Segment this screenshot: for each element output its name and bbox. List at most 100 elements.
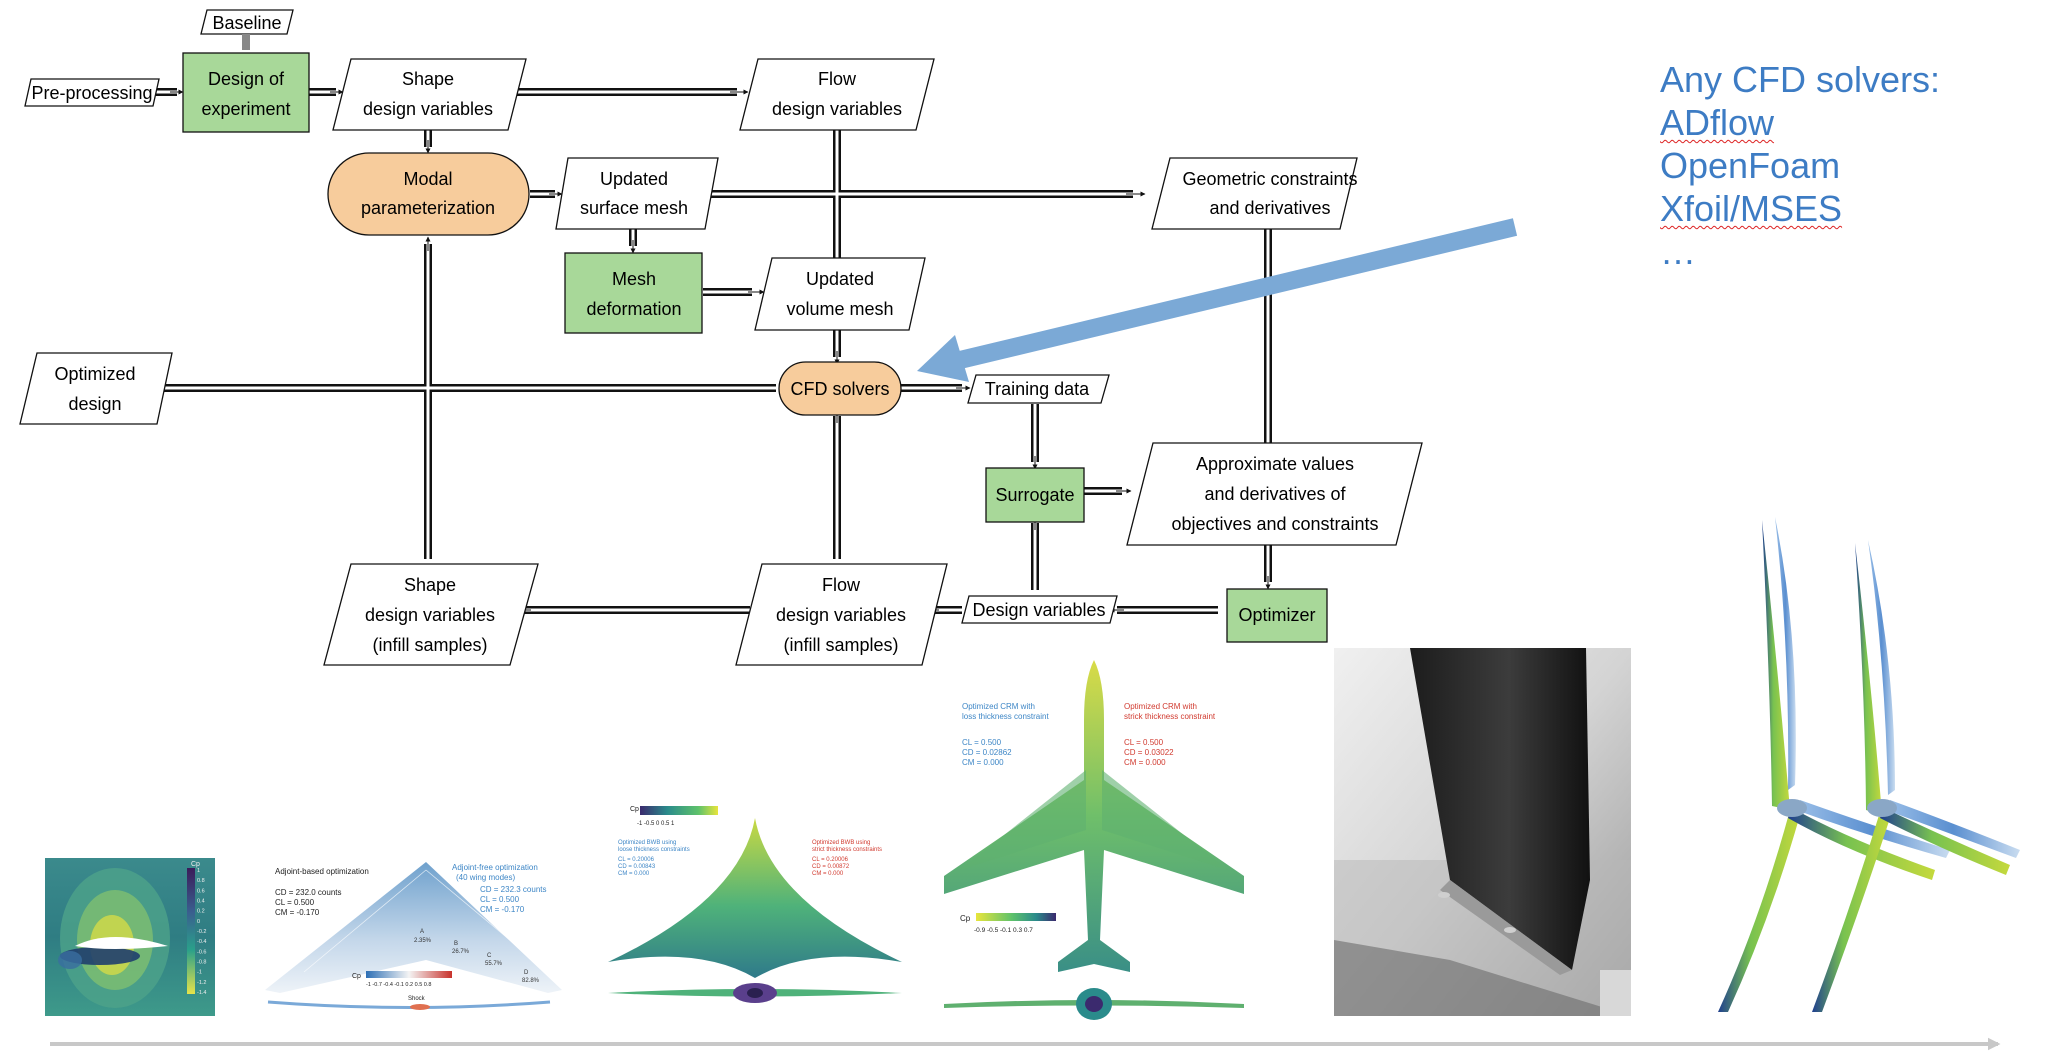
geom-constraints-label-2: and derivatives xyxy=(1209,198,1330,218)
crm-right-cm: CM = 0.000 xyxy=(1124,758,1166,767)
airfoil-cbar-tick: -0.2 xyxy=(197,929,206,935)
wing-section-a-pct: 2.35% xyxy=(414,938,432,944)
bwb-left-cd: CD = 0.00843 xyxy=(618,864,656,870)
thumb-wind-tunnel-photo xyxy=(1334,648,1631,1016)
flowchart-connectors xyxy=(149,12,1272,614)
shape-vars-label-2: design variables xyxy=(363,99,493,119)
modal-node: Modal parameterization xyxy=(327,152,530,236)
bwb-right-cd: CD = 0.00872 xyxy=(812,864,850,870)
thumb-crm: Optimized CRM with loss thickness constr… xyxy=(944,660,1244,1020)
cfd-label: CFD solvers xyxy=(790,379,889,399)
approx-label-2: and derivatives of xyxy=(1204,484,1346,504)
bwb-cbar-ticks: -1 -0.5 0 0.5 1 xyxy=(637,821,675,827)
shape-vars-node: Shape design variables xyxy=(332,58,527,131)
crm-right-title-1: Optimized CRM with xyxy=(1124,702,1197,711)
updated-volume-label-1: Updated xyxy=(806,269,874,289)
wing-section-c-pct: 55.7% xyxy=(485,961,503,967)
optimized-design-label-1: Optimized xyxy=(54,364,135,384)
design-vars-node: Design variables xyxy=(961,595,1118,624)
crm-left-cl: CL = 0.500 xyxy=(962,738,1002,747)
preprocessing-label: Pre-processing xyxy=(31,83,152,103)
airfoil-cbar-tick: 0 xyxy=(197,919,200,925)
wing-section-d: D xyxy=(524,970,529,976)
shape-infill-label-1: Shape xyxy=(404,575,456,595)
wing-title-right-2: (40 wing modes) xyxy=(456,873,515,882)
preprocessing-node: Pre-processing xyxy=(24,78,160,107)
airfoil-cbar-tick: -0.6 xyxy=(197,949,206,955)
airfoil-cbar-tick: 0.6 xyxy=(197,888,205,894)
flow-infill-label-3: (infill samples) xyxy=(783,635,898,655)
approx-label-1: Approximate values xyxy=(1196,454,1354,474)
baseline-label: Baseline xyxy=(212,13,281,33)
doe-label-2: experiment xyxy=(201,99,290,119)
bwb-right-cm: CM = 0.000 xyxy=(812,871,844,877)
shape-infill-label-2: design variables xyxy=(365,605,495,625)
approx-label-3: objectives and constraints xyxy=(1171,514,1378,534)
airfoil-cbar-tick: -1.4 xyxy=(197,990,206,996)
wing-right-cl: CL = 0.500 xyxy=(480,895,520,904)
wing-left-cd: CD = 232.0 counts xyxy=(275,888,341,897)
updated-surface-label-1: Updated xyxy=(600,169,668,189)
updated-volume-label-2: volume mesh xyxy=(786,299,893,319)
bwb-left-title-2: loose thickness constraints xyxy=(618,847,690,853)
crm-cbar-title: Cp xyxy=(960,914,971,923)
optimized-design-label-2: design xyxy=(68,394,121,414)
modal-label-2: parameterization xyxy=(361,198,495,218)
flow-vars-node: Flow design variables xyxy=(739,58,935,131)
design-vars-label: Design variables xyxy=(972,600,1105,620)
cfd-node: CFD solvers xyxy=(778,361,902,416)
updated-surface-node: Updated surface mesh xyxy=(555,157,719,230)
flowchart-nodes: Baseline Pre-processing Design of experi… xyxy=(19,9,1423,666)
wing-left-cl: CL = 0.500 xyxy=(275,898,315,907)
wing-right-cd: CD = 232.3 counts xyxy=(480,885,546,894)
wing-cbar-title: Cp xyxy=(352,973,361,980)
wing-section-a: A xyxy=(420,929,424,935)
solver-xfoil-mses: Xfoil/MSES xyxy=(1660,188,1843,229)
flow-infill-label-2: design variables xyxy=(776,605,906,625)
airfoil-cbar-tick: -0.4 xyxy=(197,939,206,945)
surrogate-label: Surrogate xyxy=(995,485,1074,505)
thumb-airfoil-cp: Cp 10.80.60.40.20-0.2-0.4-0.6-0.8-1-1.2-… xyxy=(45,858,215,1016)
mesh-deform-label-2: deformation xyxy=(586,299,681,319)
airfoil-cbar-title: Cp xyxy=(191,861,200,868)
solver-more: … xyxy=(1660,231,1696,272)
bwb-right-cl: CL = 0.20006 xyxy=(812,857,849,863)
crm-left-cd: CD = 0.02862 xyxy=(962,748,1012,757)
flow-infill-node: Flow design variables (infill samples) xyxy=(735,563,948,666)
wing-section-c: C xyxy=(487,953,492,959)
wing-cbar-ticks: -1 -0.7 -0.4 -0.1 0.2 0.5 0.8 xyxy=(366,982,431,988)
approx-node: Approximate values and derivatives of ob… xyxy=(1126,442,1423,546)
shape-infill-label-3: (infill samples) xyxy=(372,635,487,655)
doe-node: Design of experiment xyxy=(182,52,310,133)
airfoil-cbar-ticks: 10.80.60.40.20-0.2-0.4-0.6-0.8-1-1.2-1.4 xyxy=(197,868,206,996)
airfoil-cbar-tick: -0.8 xyxy=(197,960,206,966)
wing-title-right: Adjoint-free optimization xyxy=(452,863,538,872)
mesh-deform-node: Mesh deformation xyxy=(564,252,703,334)
shape-vars-label-1: Shape xyxy=(402,69,454,89)
crm-cbar-ticks: -0.9 -0.5 -0.1 0.3 0.7 xyxy=(974,927,1033,934)
bwb-cbar-title: Cp xyxy=(630,806,639,813)
bwb-right-title-1: Optimized BWB using xyxy=(812,840,870,846)
mesh-deform-label-1: Mesh xyxy=(612,269,656,289)
wing-shock-label: Shock xyxy=(408,996,426,1002)
bwb-left-cl: CL = 0.20006 xyxy=(618,857,655,863)
flow-infill-label-1: Flow xyxy=(822,575,861,595)
airfoil-cbar-tick: -1.2 xyxy=(197,980,206,986)
updated-surface-label-2: surface mesh xyxy=(580,198,688,218)
optimizer-label: Optimizer xyxy=(1238,605,1315,625)
airfoil-cbar-tick: 0.4 xyxy=(197,899,205,905)
airfoil-cbar-tick: 1 xyxy=(197,868,200,874)
crm-left-title-2: loss thickness constraint xyxy=(962,712,1049,721)
solver-adflow: ADflow xyxy=(1660,102,1775,143)
training-label: Training data xyxy=(985,379,1090,399)
solvers-title: Any CFD solvers: xyxy=(1660,59,1941,100)
optimizer-node: Optimizer xyxy=(1226,588,1328,643)
doe-label-1: Design of xyxy=(208,69,285,89)
crm-right-cd: CD = 0.03022 xyxy=(1124,748,1174,757)
wing-left-cm: CM = -0.170 xyxy=(275,908,320,917)
modal-label-1: Modal xyxy=(403,169,452,189)
solver-openfoam: OpenFoam xyxy=(1660,145,1841,186)
shape-infill-node: Shape design variables (infill samples) xyxy=(323,563,539,666)
wing-right-cm: CM = -0.170 xyxy=(480,905,525,914)
